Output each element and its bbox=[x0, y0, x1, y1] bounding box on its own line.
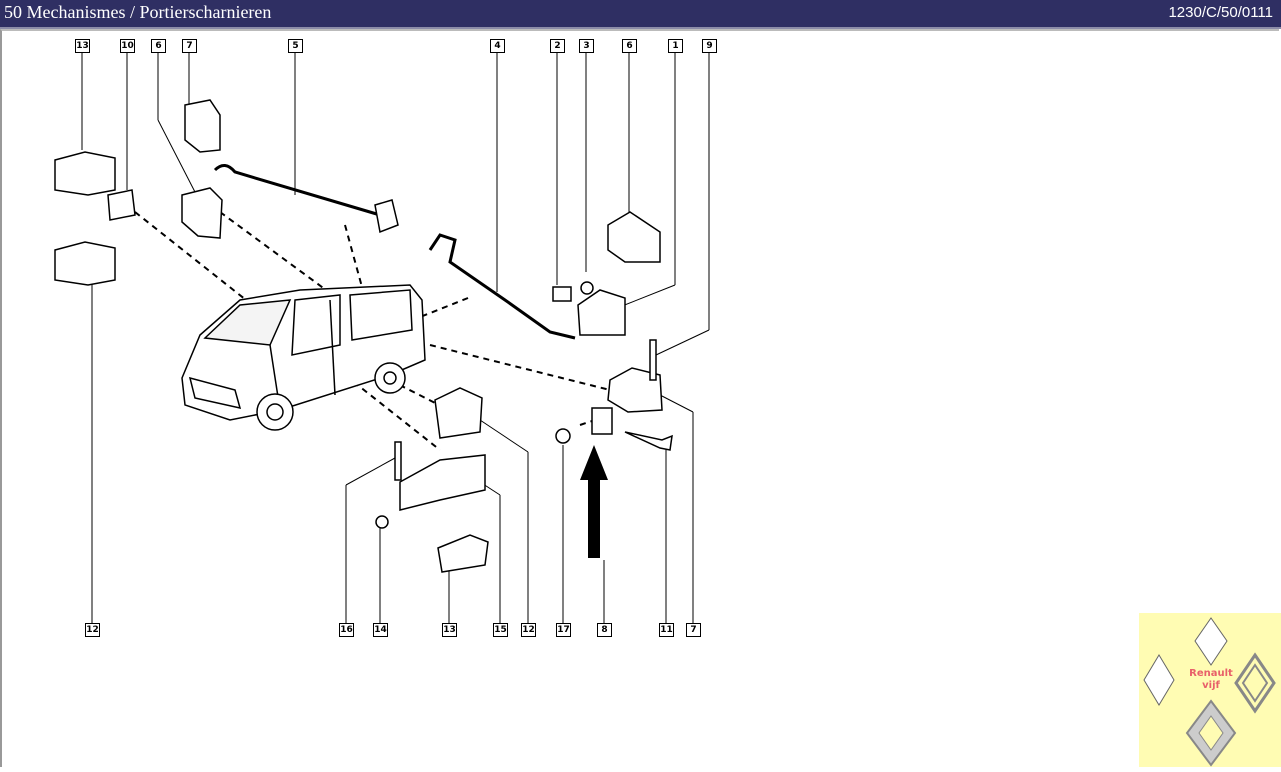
bolt-11 bbox=[624, 431, 673, 451]
part-shapes bbox=[54, 99, 673, 573]
callout-label: 17 bbox=[556, 623, 571, 637]
renault-logo: Renault vijf bbox=[1139, 613, 1281, 767]
callout-label: 7 bbox=[686, 623, 701, 637]
callout-label: 12 bbox=[521, 623, 536, 637]
pin-16 bbox=[394, 441, 402, 481]
lock-1 bbox=[577, 289, 626, 336]
nut-17 bbox=[555, 428, 571, 444]
callout-label: 8 bbox=[597, 623, 612, 637]
callout-label: 12 bbox=[85, 623, 100, 637]
renault-diamond-logos-icon bbox=[1143, 617, 1276, 767]
plate-8 bbox=[591, 407, 613, 435]
title-bar: 50 Mechanismes / Portierscharnieren 1230… bbox=[0, 0, 1281, 29]
callout-label: 14 bbox=[373, 623, 388, 637]
logo-line1: Renault bbox=[1189, 668, 1233, 679]
rod-5 bbox=[213, 164, 381, 217]
van-illustration bbox=[181, 284, 426, 431]
hinge-15 bbox=[399, 454, 486, 511]
plate-10 bbox=[107, 189, 136, 221]
callout-label: 1 bbox=[668, 39, 683, 53]
bracket-6 bbox=[181, 187, 223, 239]
callout-label: 6 bbox=[151, 39, 166, 53]
rod-4 bbox=[428, 233, 576, 340]
callout-label: 3 bbox=[579, 39, 594, 53]
washer-3 bbox=[580, 281, 594, 295]
rod-end-5 bbox=[374, 199, 399, 234]
callout-label: 11 bbox=[659, 623, 674, 637]
callout-label: 13 bbox=[442, 623, 457, 637]
bolt-2 bbox=[552, 286, 572, 302]
logo-text: Renault vijf bbox=[1181, 668, 1241, 692]
callout-label: 6 bbox=[622, 39, 637, 53]
logo-line2: vijf bbox=[1202, 680, 1220, 691]
callout-label: 9 bbox=[702, 39, 717, 53]
hinge-12 bbox=[54, 241, 116, 286]
diagram-code: 1230/C/50/0111 bbox=[1168, 4, 1273, 21]
callout-label: 10 bbox=[120, 39, 135, 53]
callout-label: 15 bbox=[493, 623, 508, 637]
hinge-13 bbox=[54, 151, 116, 196]
callout-label: 16 bbox=[339, 623, 354, 637]
leader-lines bbox=[81, 53, 710, 623]
callout-label: 4 bbox=[490, 39, 505, 53]
callout-label: 5 bbox=[288, 39, 303, 53]
hinge-7 bbox=[607, 367, 663, 413]
bracket-6b bbox=[607, 211, 661, 263]
diagram-frame bbox=[0, 29, 1279, 767]
bracket-13 bbox=[437, 534, 489, 573]
page-title: 50 Mechanismes / Portierscharnieren bbox=[4, 2, 272, 22]
callout-label: 7 bbox=[182, 39, 197, 53]
pin-9 bbox=[649, 339, 657, 381]
arrow-up-icon bbox=[580, 445, 608, 558]
nut-14 bbox=[375, 515, 389, 529]
bracket-12 bbox=[434, 387, 483, 439]
bracket-7 bbox=[184, 99, 221, 153]
callout-label: 13 bbox=[75, 39, 90, 53]
callout-label: 2 bbox=[550, 39, 565, 53]
